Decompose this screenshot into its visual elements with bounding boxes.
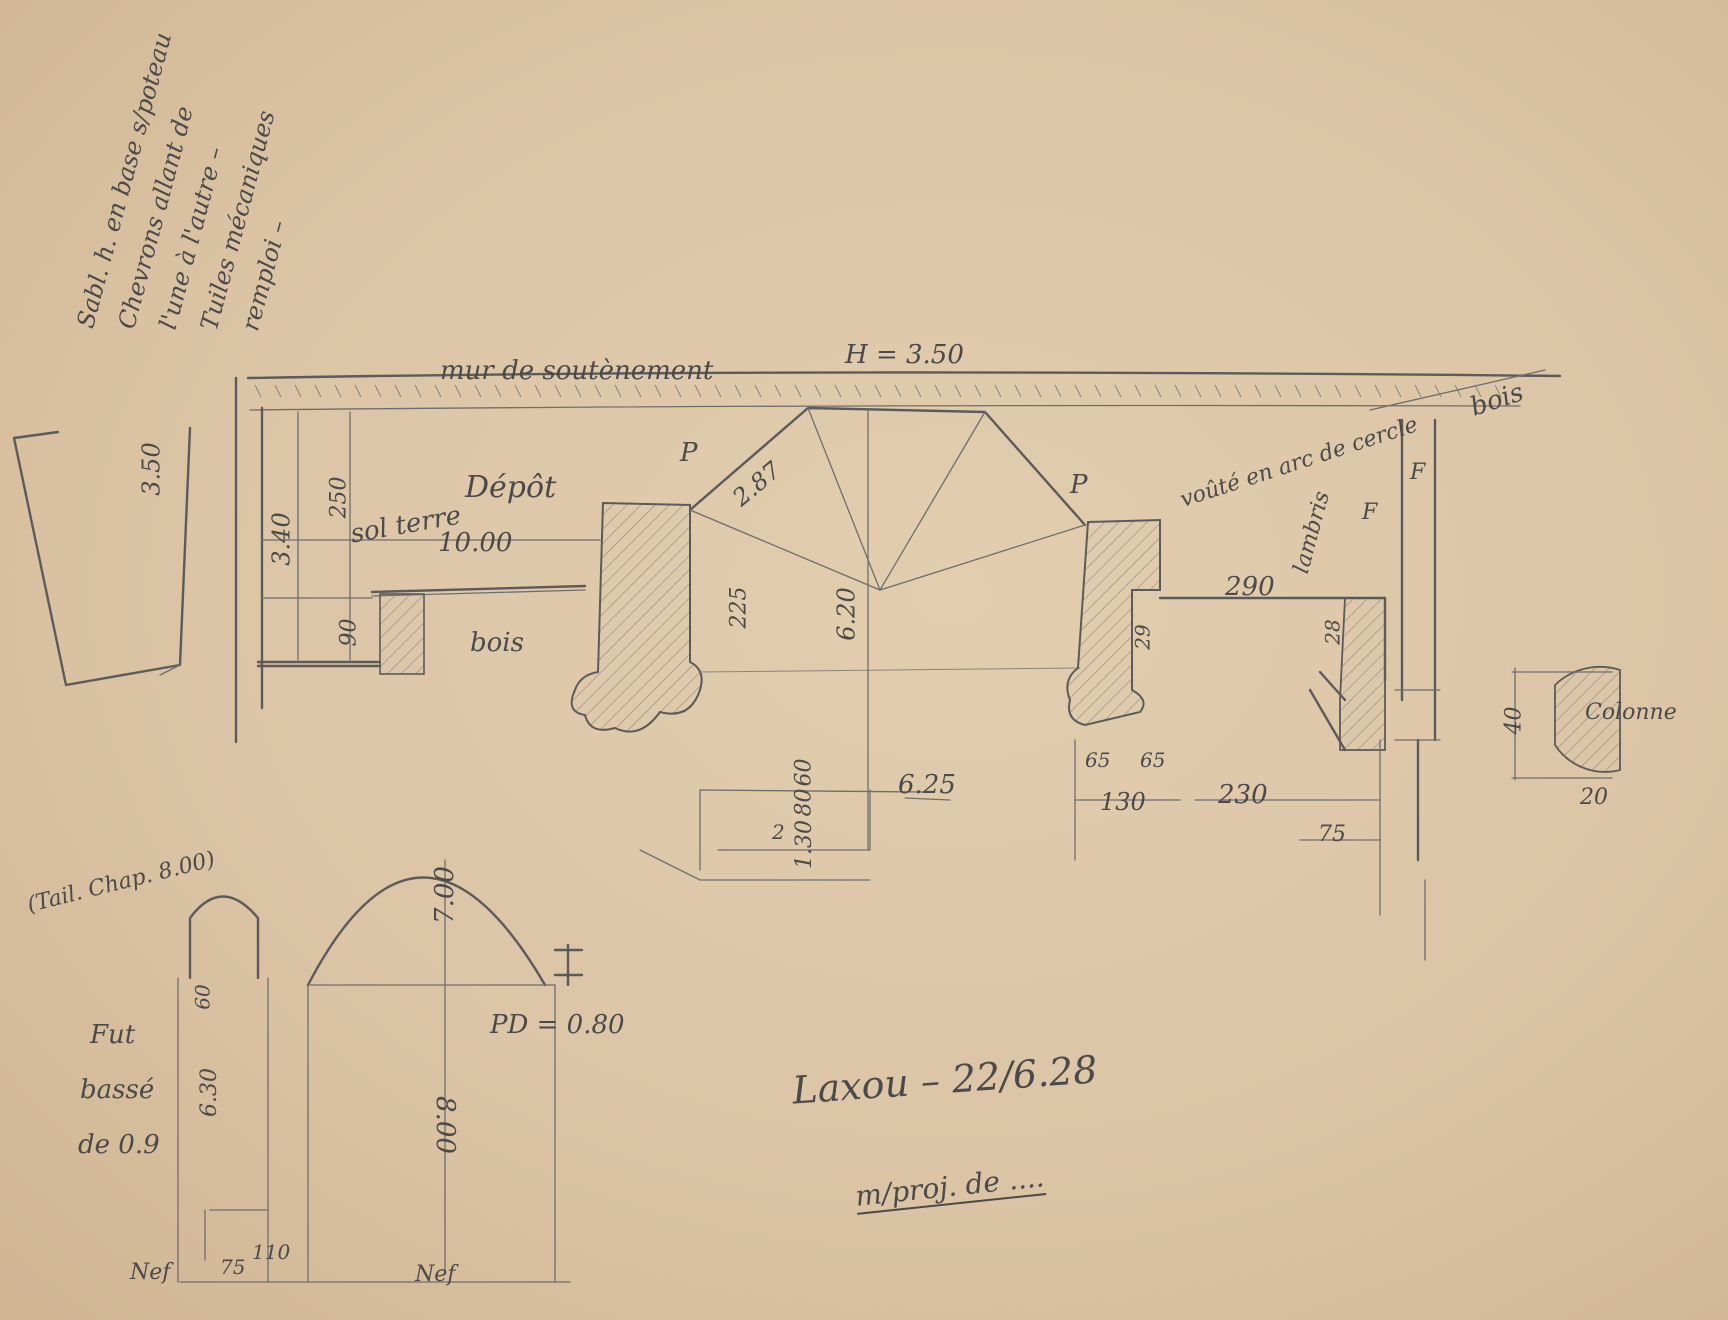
label-mur: mur de soutènement	[440, 356, 714, 386]
label-fut-1: Fut	[90, 1020, 136, 1050]
label-bois-2: bois	[470, 628, 524, 658]
dim-60b: 60	[190, 984, 215, 1010]
label-depot: Dépôt	[465, 470, 557, 505]
dim-40: 40	[1501, 706, 1527, 735]
dim-230: 230	[1218, 780, 1268, 810]
label-f-right: F	[1410, 460, 1426, 485]
dim-620: 6.20	[832, 587, 861, 641]
dim-75b: 75	[220, 1255, 246, 1279]
dim-1000: 10.00	[438, 528, 513, 558]
dim-225: 225	[726, 586, 752, 629]
dim-250: 250	[326, 476, 352, 519]
retaining-wall	[246, 371, 1562, 411]
central-pier	[570, 501, 703, 733]
dim-110: 110	[252, 1240, 291, 1264]
dim-2: 2	[772, 820, 785, 844]
label-p-left: P	[680, 438, 698, 468]
dim-630: 6.30	[196, 1068, 222, 1117]
section-trapezoid	[12, 426, 192, 687]
column-detail	[1511, 665, 1621, 781]
dim-60: 60	[791, 758, 817, 787]
label-p-right: P	[1070, 470, 1088, 500]
dim-800: 8.00	[429, 1096, 460, 1154]
dim-290: 290	[1225, 572, 1275, 602]
dim-1p30: 1.30	[791, 820, 817, 869]
dimension-lines	[639, 739, 1426, 961]
label-nef-right: Nef	[415, 1262, 456, 1287]
dim-65a: 65	[1085, 748, 1111, 772]
dim-28: 28	[1320, 619, 1345, 645]
right-wall	[1369, 369, 1546, 862]
label-f-left: F	[1362, 500, 1378, 525]
dim-65b: 65	[1140, 748, 1166, 772]
label-mur-height: H = 3.50	[845, 340, 964, 370]
dim-80: 80	[791, 788, 817, 817]
label-pd: PD = 0.80	[490, 1010, 625, 1040]
right-pier	[1066, 518, 1387, 752]
label-colonne: Colonne	[1585, 700, 1677, 725]
vault-lines	[688, 406, 1087, 851]
elevation-arches	[177, 859, 584, 1283]
label-nef-left: Nef	[130, 1260, 171, 1285]
label-fut-3: de 0.9	[78, 1130, 160, 1160]
dim-700: 7.00	[429, 866, 460, 924]
label-fut-2: bassé	[80, 1075, 155, 1105]
dim-90: 90	[336, 618, 362, 647]
dim-340: 3.40	[267, 512, 296, 566]
depot-section	[234, 376, 601, 744]
dim-20: 20	[1580, 785, 1608, 810]
dim-625: 6.25	[898, 770, 956, 800]
dim-130: 130	[1100, 788, 1146, 816]
dim-75: 75	[1318, 822, 1346, 847]
dim-29: 29	[1130, 624, 1155, 650]
dim-350: 3.50	[137, 442, 166, 496]
